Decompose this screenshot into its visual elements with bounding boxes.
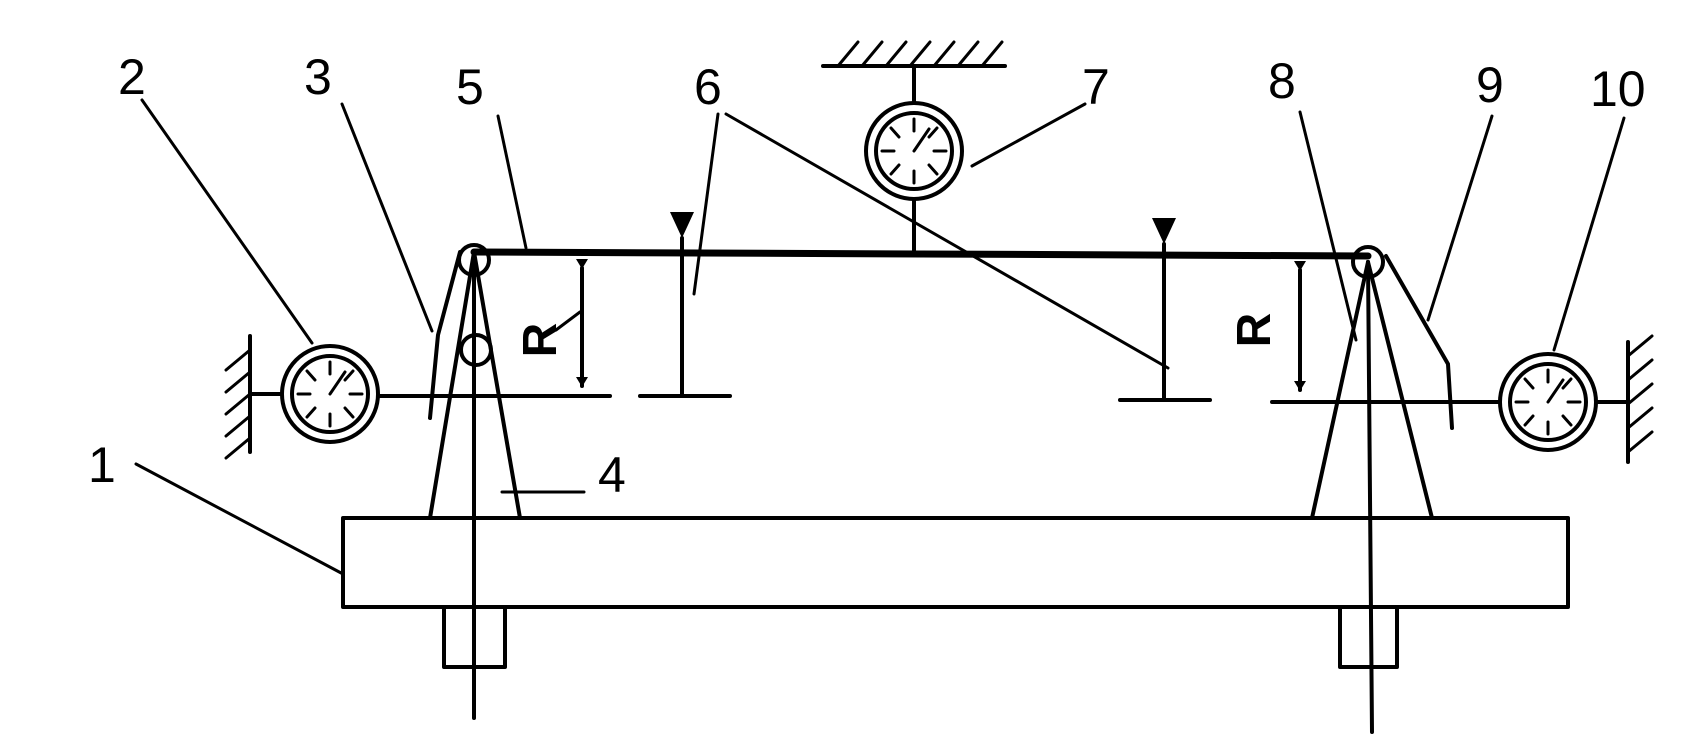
dimension-label-right: R (1228, 313, 1281, 348)
label-4: 4 (598, 447, 626, 503)
right-reference-support (1118, 218, 1212, 402)
leader-lines (134, 98, 1626, 576)
label-9: 9 (1476, 57, 1504, 113)
left-dimension-pointer (554, 310, 582, 332)
dimension-label-left: R (514, 323, 567, 358)
top-dial-indicator (821, 40, 1007, 256)
right-dial-indicator (1270, 334, 1654, 464)
label-3: 3 (304, 49, 332, 105)
label-8: 8 (1268, 53, 1296, 109)
measuring-bar (470, 248, 1372, 260)
label-10: 10 (1590, 61, 1646, 117)
right-support (1310, 260, 1434, 734)
left-support (428, 250, 522, 720)
left-reference-support (638, 212, 732, 398)
right-lever-arm (1384, 254, 1454, 430)
right-pivot (1351, 245, 1385, 279)
label-5: 5 (456, 59, 484, 115)
base-plate (341, 516, 1570, 609)
label-7: 7 (1082, 59, 1110, 115)
label-1: 1 (88, 437, 116, 493)
left-dial-indicator (224, 334, 612, 460)
left-lever-arm (428, 250, 462, 420)
label-2: 2 (118, 49, 146, 105)
label-6: 6 (694, 59, 722, 115)
